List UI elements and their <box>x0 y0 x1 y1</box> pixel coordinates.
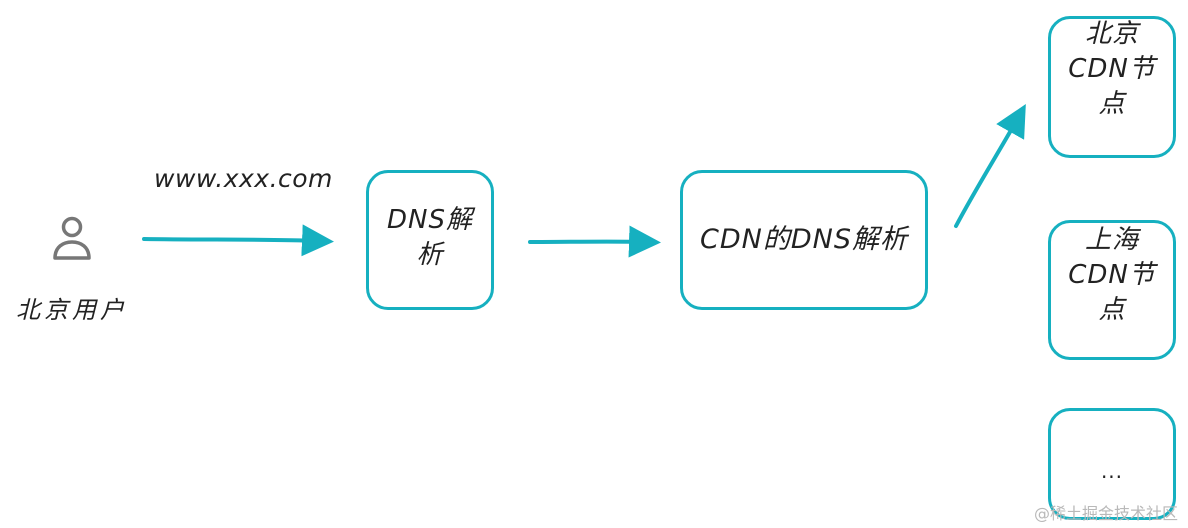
dns-resolution-box: DNS解 析 <box>366 170 494 310</box>
beijing-cdn-node-label: 北京 CDN节 点 <box>1068 19 1156 120</box>
user-label: 北京用户 <box>16 296 128 324</box>
shanghai-cdn-node-label: 上海 CDN节 点 <box>1068 225 1156 326</box>
more-cdn-node: ... <box>1048 408 1176 520</box>
shanghai-cdn-node: 上海 CDN节 点 <box>1048 220 1176 360</box>
cdn-dns-resolution-label: CDN的DNS解析 <box>700 223 908 255</box>
watermark: @稀土掘金技术社区 <box>1033 504 1178 523</box>
cdn-dns-resolution-box: CDN的DNS解析 <box>680 170 928 310</box>
dns-resolution-label: DNS解 析 <box>387 204 473 270</box>
user-icon <box>53 216 91 260</box>
request-url-label: www.xxx.com <box>154 164 333 193</box>
arrow-user-to-dns <box>142 224 334 257</box>
beijing-cdn-node: 北京 CDN节 点 <box>1048 16 1176 158</box>
more-cdn-node-label: ... <box>1100 458 1124 483</box>
arrow-cdn-dns-to-beijing <box>954 104 1026 228</box>
